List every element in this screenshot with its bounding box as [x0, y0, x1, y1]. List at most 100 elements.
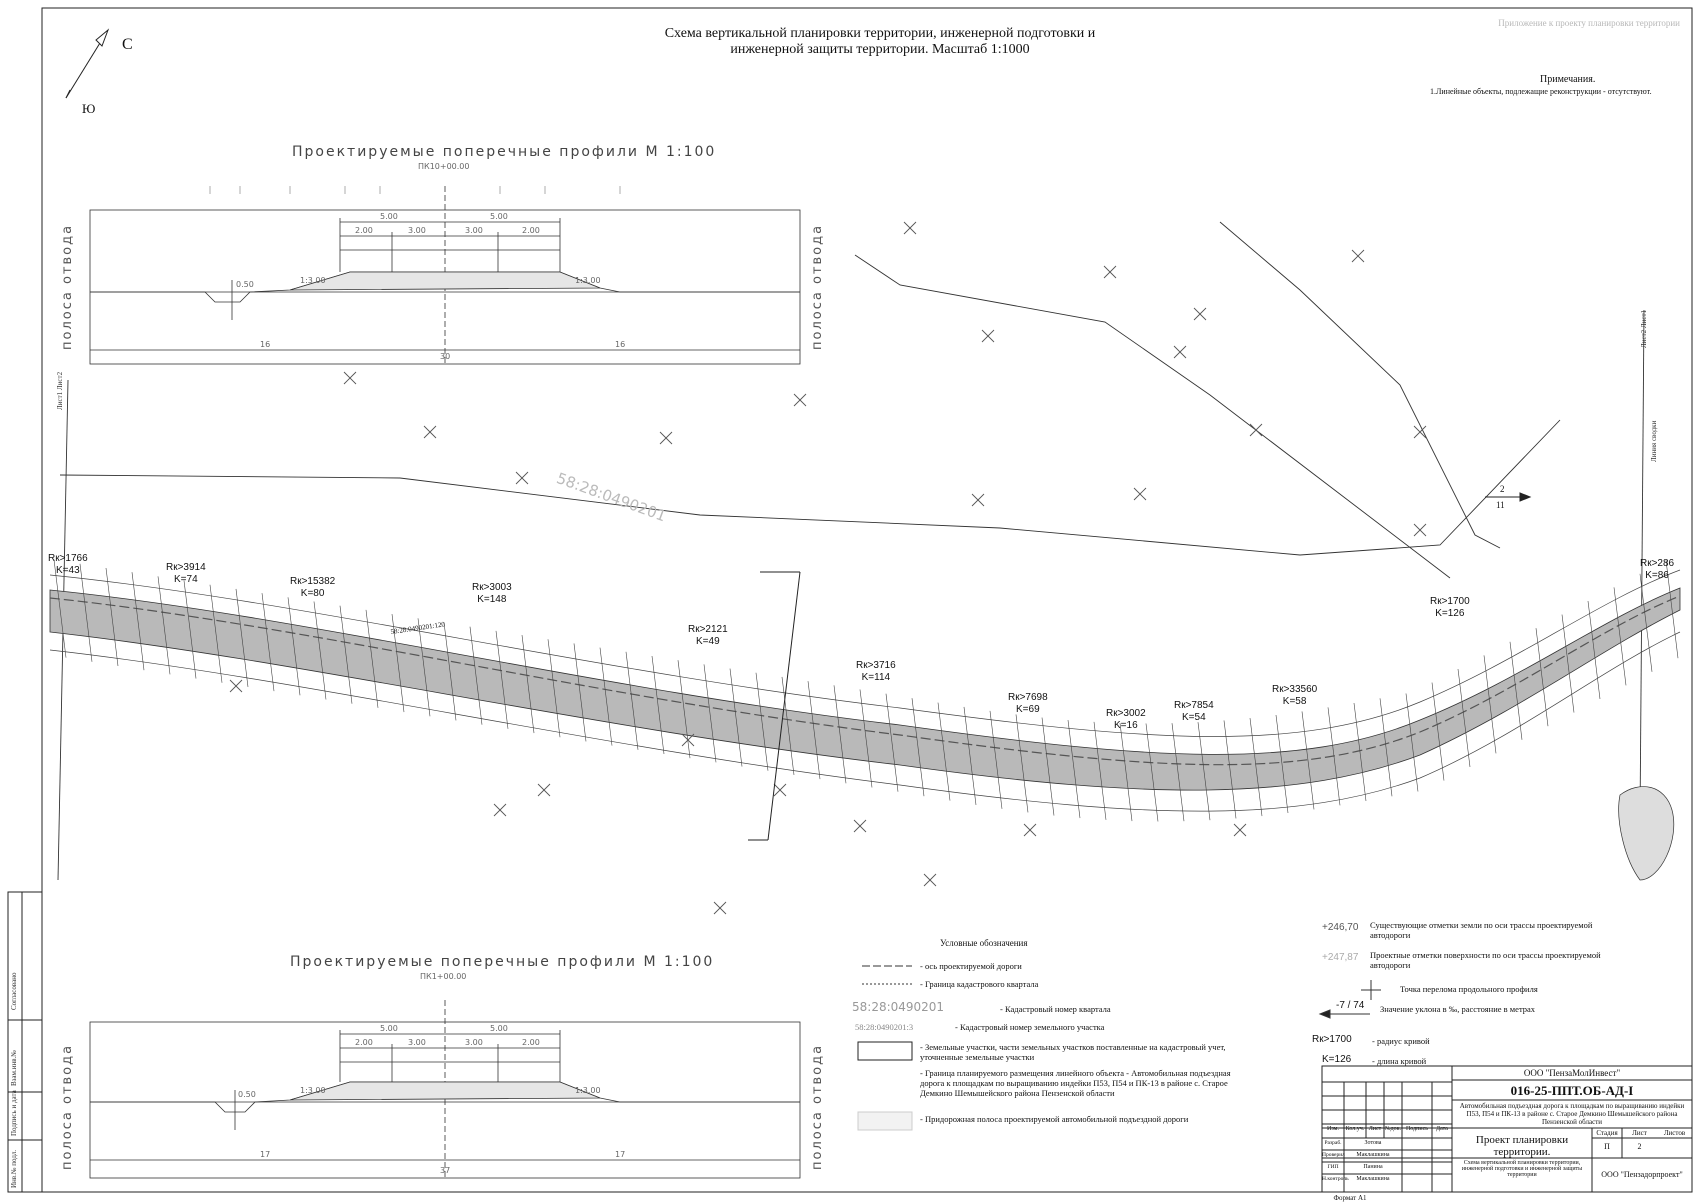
profile-tick: [469, 626, 483, 725]
side-label-inv: Инв.№ подл.: [10, 1149, 18, 1188]
section-top-bottom-left: 16: [260, 340, 271, 349]
section-bottom-left-label: полоса отвода: [60, 1043, 75, 1170]
survey-cross-icon: [681, 733, 695, 747]
notes-heading: Примечания.: [1540, 74, 1596, 85]
survey-cross-icon: [1413, 425, 1427, 439]
stamp-header-cell: Подпись: [1405, 1126, 1429, 1132]
title-line-2: инженерной защиты территории. Масштаб 1:…: [730, 42, 1030, 58]
section-bottom-slope-left: 1:3.00: [300, 1086, 326, 1095]
stamp-org: ООО "Пензадорпроект": [1601, 1170, 1683, 1179]
survey-cross-icon: [1193, 307, 1207, 321]
curve-length: K=80: [300, 587, 325, 599]
curve-length: K=86: [1645, 569, 1669, 581]
title-block-lines: [1321, 1065, 1693, 1193]
profile-tick: [963, 706, 977, 805]
profile-tick: [729, 668, 743, 767]
profile-ticks: [53, 559, 1679, 822]
section-bottom-dim-top-1: 5.00: [380, 1024, 398, 1033]
section-top-dim-top-1: 5.00: [380, 212, 398, 221]
profile-tick: [651, 655, 665, 755]
profile-tick: [833, 685, 847, 784]
section-cut-line: [748, 571, 801, 841]
slope-marker-top: 2: [1500, 484, 1505, 494]
profile-tick: [235, 588, 249, 687]
curve-radius: Rк>3002: [1106, 708, 1146, 719]
profile-tick: [781, 676, 795, 775]
profile-tick: [105, 567, 119, 667]
side-label-sign: Подпись и дата: [10, 1090, 18, 1136]
profile-tick: [1223, 720, 1237, 819]
section-top-heading: Проектируемые поперечные профили М 1:100: [292, 144, 717, 160]
stamp-role: Н.контроль: [1322, 1176, 1349, 1182]
survey-cross-icon: [971, 493, 985, 507]
legend-sym-slope: -7 / 74: [1336, 1000, 1365, 1011]
sheet-mark-left: Лист1 Лист2: [56, 371, 64, 410]
survey-cross-icon: [1249, 423, 1263, 437]
slope-marker-bottom: 11: [1496, 500, 1505, 510]
legend-radius-text: - радиус кривой: [1372, 1036, 1430, 1046]
survey-cross-icon: [1413, 523, 1427, 537]
curve-radius: Rк>33560: [1272, 684, 1318, 695]
section-top-dim-mid-1: 2.00: [355, 226, 373, 235]
survey-cross-icon: [1173, 345, 1187, 359]
profile-tick: [1535, 628, 1549, 727]
stamp-sheet-header: Лист: [1632, 1129, 1647, 1137]
stamp-sheets-header: Листов: [1663, 1129, 1686, 1137]
section-top-dim-mid-3: 3.00: [465, 226, 483, 235]
survey-cross-icon: [793, 393, 807, 407]
section-top-left-label: полоса отвода: [60, 223, 75, 350]
drawing-title: Схема вертикальной планировки территории…: [620, 26, 1140, 58]
stamp-code: 016-25-ППТ.ОБ-АД-I: [1510, 1083, 1634, 1098]
side-strip: [7, 891, 43, 1193]
survey-cross-icon: [493, 803, 507, 817]
profile-tick: [365, 609, 379, 708]
survey-cross-icon: [1351, 249, 1365, 263]
profile-tick: [1249, 718, 1263, 817]
side-label-replace: Взам.инв.№: [10, 1050, 18, 1086]
curve-radius: Rк>15382: [290, 576, 336, 587]
legend-item-boundary: - Граница планируемого размещения линейн…: [920, 1068, 1231, 1098]
survey-cross-icon: [423, 425, 437, 439]
legend-design-text: Проектные отметки поверхности по оси тра…: [1370, 950, 1601, 970]
curve-radius: Rк>1766: [48, 553, 88, 564]
profile-tick: [287, 597, 301, 696]
profile-tick: [1327, 707, 1341, 806]
stamp-name: Маклашкина: [1356, 1152, 1390, 1158]
legend-item-quarter-number: - Кадастровый номер квартала: [1000, 1004, 1111, 1014]
profile-tick: [339, 605, 353, 704]
stamp-name: Панина: [1363, 1164, 1383, 1170]
section-top-dim-top-2: 5.00: [490, 212, 508, 221]
curve-radius: Rк>7854: [1174, 700, 1214, 711]
stamp-header-cell: Изм.: [1327, 1126, 1339, 1132]
profile-tick: [1015, 714, 1029, 813]
stamp-name: Зотова: [1364, 1140, 1382, 1146]
profile-tick: [703, 664, 717, 763]
curve-length: K=74: [174, 573, 198, 585]
profile-tick: [1483, 655, 1497, 754]
curve-length: K=49: [696, 635, 720, 647]
profile-tick: [911, 698, 925, 797]
profile-tick: [989, 710, 1003, 809]
profile-tick: [443, 622, 457, 721]
profile-tick: [1561, 614, 1575, 713]
section-bottom-slope-right: 1:3.00: [575, 1086, 601, 1095]
curve-radius: Rк>3003: [472, 582, 512, 593]
survey-cross-icon: [903, 221, 917, 235]
profile-tick: [755, 672, 769, 771]
settlement-patch: [1618, 786, 1675, 881]
profile-tick: [1197, 722, 1211, 821]
profile-tick: [209, 584, 223, 683]
curve-radius: Rк>286: [1640, 558, 1675, 569]
profile-tick: [1093, 721, 1107, 820]
title-line-1: Схема вертикальной планировки территории…: [664, 26, 1096, 41]
profile-tick: [807, 681, 821, 780]
stamp-company: ООО "ПензаМолИнвест": [1523, 1068, 1621, 1078]
survey-cross-icon: [1133, 487, 1147, 501]
match-line-label: Линия сводки: [1650, 420, 1658, 462]
survey-cross-icon: [515, 471, 529, 485]
survey-cross-icon: [343, 371, 357, 385]
